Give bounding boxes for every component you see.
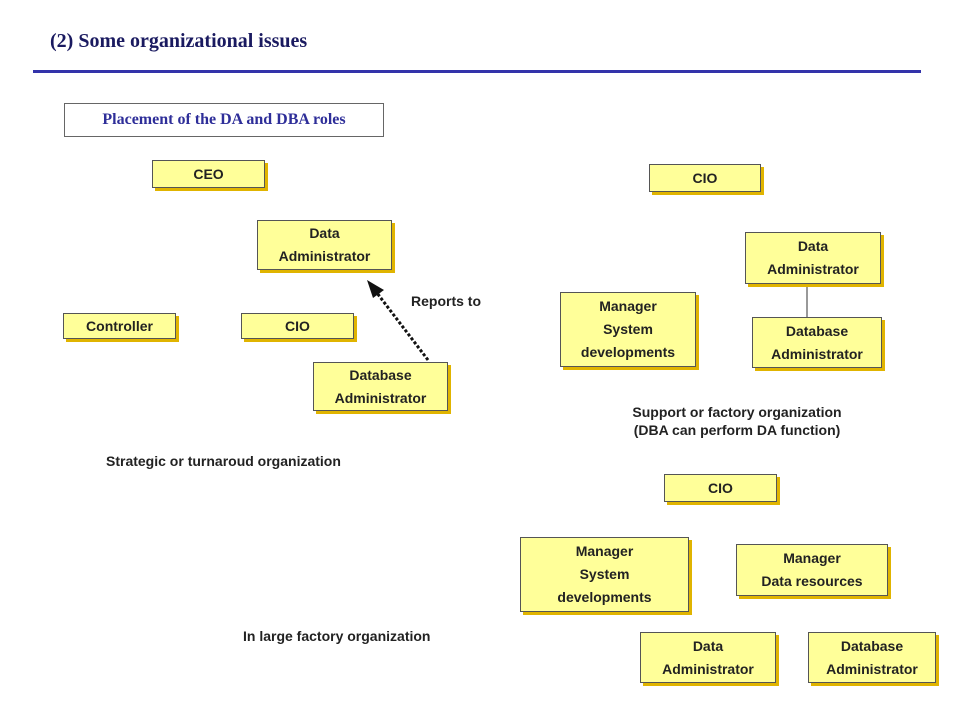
rb-cio-box: CIO — [664, 474, 777, 502]
page-title: (2) Some organizational issues — [50, 30, 308, 52]
rt-manager-line1: Manager — [599, 298, 657, 314]
rb-manager-data-box: Manager Data resources — [736, 544, 888, 596]
reports-to-label: Reports to — [411, 293, 481, 309]
controller-box: Controller — [63, 313, 176, 339]
title-divider — [33, 70, 921, 73]
controller-label: Controller — [86, 317, 153, 334]
rt-db-admin-line2: Administrator — [771, 345, 863, 362]
rt-manager-line3: developments — [580, 344, 676, 360]
left-data-admin-line2: Administrator — [278, 248, 371, 264]
rb-manager-sys-line1: Manager — [575, 543, 634, 559]
rb-data-admin-box: Data Administrator — [640, 632, 776, 683]
support-caption: Support or factory organization (DBA can… — [592, 403, 882, 439]
rt-db-admin-line1: Database — [785, 322, 849, 339]
left-data-admin-box: Data Administrator — [257, 220, 392, 270]
rb-manager-sys-line3: developments — [557, 589, 652, 605]
strategic-caption: Strategic or turnaroud organization — [106, 453, 341, 469]
ceo-label: CEO — [193, 165, 224, 182]
rb-db-admin-line2: Administrator — [826, 660, 918, 677]
rt-db-admin-box: Database Administrator — [752, 317, 882, 368]
rt-data-admin-line1: Data — [797, 238, 829, 254]
rt-manager-box: Manager System developments — [560, 292, 696, 367]
rt-cio-label: CIO — [692, 169, 718, 186]
rb-manager-sys-line2: System — [579, 566, 630, 582]
rb-manager-data-line2: Data resources — [761, 573, 863, 589]
large-factory-caption: In large factory organization — [243, 628, 431, 644]
section-subtitle: Placement of the DA and DBA roles — [64, 103, 384, 137]
rb-db-admin-line1: Database — [840, 637, 904, 654]
rb-db-admin-box: Database Administrator — [808, 632, 936, 683]
left-db-admin-line2: Administrator — [334, 389, 427, 406]
left-db-admin-line1: Database — [349, 366, 412, 383]
rb-cio-label: CIO — [708, 479, 733, 496]
ceo-box: CEO — [152, 160, 265, 188]
left-cio-label: CIO — [285, 317, 310, 334]
left-data-admin-line1: Data — [309, 225, 340, 241]
support-caption-line2: (DBA can perform DA function) — [633, 422, 841, 438]
left-cio-box: CIO — [241, 313, 354, 339]
rb-manager-data-line1: Manager — [783, 550, 841, 566]
rt-manager-line2: System — [603, 321, 653, 337]
rb-data-admin-line1: Data — [692, 637, 724, 654]
rb-data-admin-line2: Administrator — [662, 660, 754, 677]
rt-cio-box: CIO — [649, 164, 761, 192]
support-caption-line1: Support or factory organization — [632, 404, 842, 420]
rt-data-admin-box: Data Administrator — [745, 232, 881, 284]
reports-to-arrow-line — [375, 292, 430, 361]
rb-manager-sys-box: Manager System developments — [520, 537, 689, 612]
rt-data-admin-line2: Administrator — [767, 261, 859, 277]
reports-to-arrowhead — [367, 280, 384, 298]
left-db-admin-box: Database Administrator — [313, 362, 448, 411]
